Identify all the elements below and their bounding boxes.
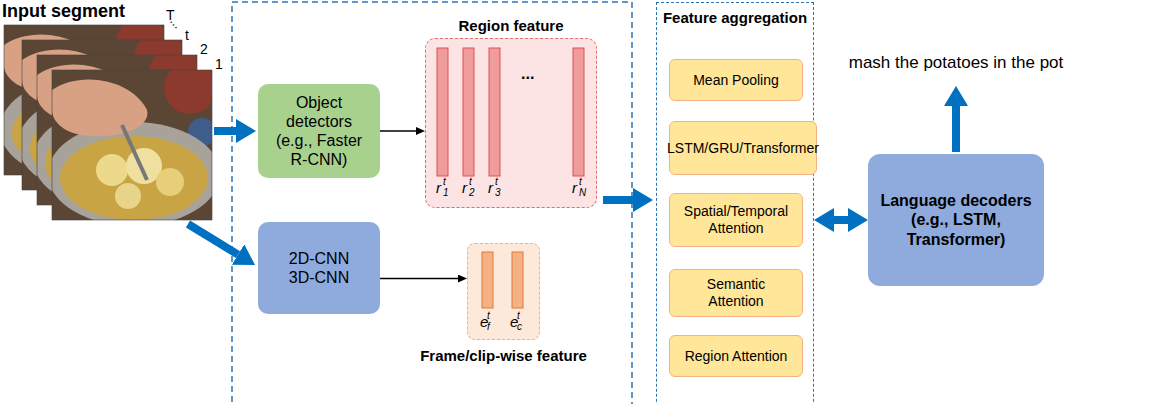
feature-superscript: t bbox=[495, 177, 498, 187]
flow-arrow bbox=[603, 196, 633, 204]
feature-subscript: c bbox=[517, 322, 522, 332]
node-text: 3D-CNN bbox=[289, 268, 349, 287]
feature-subscript: N bbox=[579, 188, 586, 198]
feature-superscript: t bbox=[579, 177, 582, 187]
input-title: Input segment bbox=[2, 2, 125, 20]
node-text: LSTM/GRU/Transformer bbox=[667, 140, 819, 157]
video-frame bbox=[48, 62, 220, 226]
node-text: Region Attention bbox=[685, 348, 788, 365]
node-text: Semantic Attention bbox=[678, 276, 794, 310]
frame-index: 1 bbox=[215, 57, 223, 71]
feature-bar bbox=[512, 252, 523, 308]
decoder-box: Language decoders (e.g., LSTM, Transform… bbox=[868, 154, 1044, 286]
node-text: 2D-CNN bbox=[289, 249, 349, 268]
aggregation-panel: Feature aggregationMean PoolingLSTM/GRU/… bbox=[656, 2, 814, 404]
feature-bar bbox=[573, 48, 584, 176]
bar-ellipsis: ... bbox=[521, 66, 534, 82]
input-arrow bbox=[214, 127, 236, 135]
input-arrow bbox=[188, 224, 238, 255]
frame-feature-box: Frame/clip-wise feature bbox=[467, 243, 540, 340]
aggregation-method: Mean Pooling bbox=[669, 59, 803, 101]
frame-feature-fill bbox=[467, 243, 540, 340]
node-text: Object detectors (e.g., Faster R-CNN) bbox=[266, 93, 372, 170]
panel-heading: Feature aggregation bbox=[657, 9, 813, 27]
feature-symbol: r bbox=[436, 180, 441, 195]
feature-symbol: r bbox=[572, 180, 577, 195]
frame-border bbox=[52, 70, 212, 220]
connector-arrow bbox=[380, 130, 416, 132]
node-text: Mean Pooling bbox=[693, 72, 779, 89]
feature-subscript: f bbox=[487, 322, 490, 332]
feature-bar bbox=[463, 48, 474, 176]
frame-index: t bbox=[185, 28, 189, 42]
feature-superscript: t bbox=[443, 177, 446, 187]
region-feature-box: Region feature bbox=[425, 38, 597, 208]
feature-bar bbox=[482, 252, 493, 308]
feature-superscript: t bbox=[517, 311, 520, 321]
feature-subscript: 2 bbox=[469, 188, 475, 198]
feature-bar bbox=[489, 48, 500, 176]
detector-box: Object detectors (e.g., Faster R-CNN) bbox=[258, 84, 380, 178]
connector-arrow bbox=[834, 216, 848, 224]
feature-bar bbox=[437, 48, 448, 176]
feature-subscript: 1 bbox=[443, 188, 449, 198]
output-sentence: mash the potatoes in the pot bbox=[849, 54, 1064, 71]
aggregation-method: Semantic Attention bbox=[669, 269, 803, 317]
aggregation-method: Region Attention bbox=[669, 335, 803, 377]
aggregation-method: LSTM/GRU/Transformer bbox=[669, 121, 817, 175]
feature-superscript: t bbox=[487, 311, 490, 321]
feature-symbol: r bbox=[462, 180, 467, 195]
feature-symbol: r bbox=[488, 180, 493, 195]
output-arrow bbox=[952, 106, 960, 152]
feature-superscript: t bbox=[469, 177, 472, 187]
node-text: Spatial/Temporal Attention bbox=[678, 203, 794, 237]
node-text: Language decoders (e.g., LSTM, Transform… bbox=[876, 191, 1036, 249]
frame-index: 2 bbox=[200, 42, 208, 56]
extractor-panel bbox=[232, 2, 632, 404]
region-feature-fill bbox=[425, 38, 597, 208]
aggregation-method: Spatial/Temporal Attention bbox=[669, 193, 803, 247]
panel-heading: Region feature bbox=[458, 17, 563, 35]
connector-arrow bbox=[380, 278, 458, 280]
cnn-box: 2D-CNN3D-CNN bbox=[258, 222, 380, 314]
panel-heading: Frame/clip-wise feature bbox=[420, 347, 587, 365]
feature-subscript: 3 bbox=[495, 188, 501, 198]
